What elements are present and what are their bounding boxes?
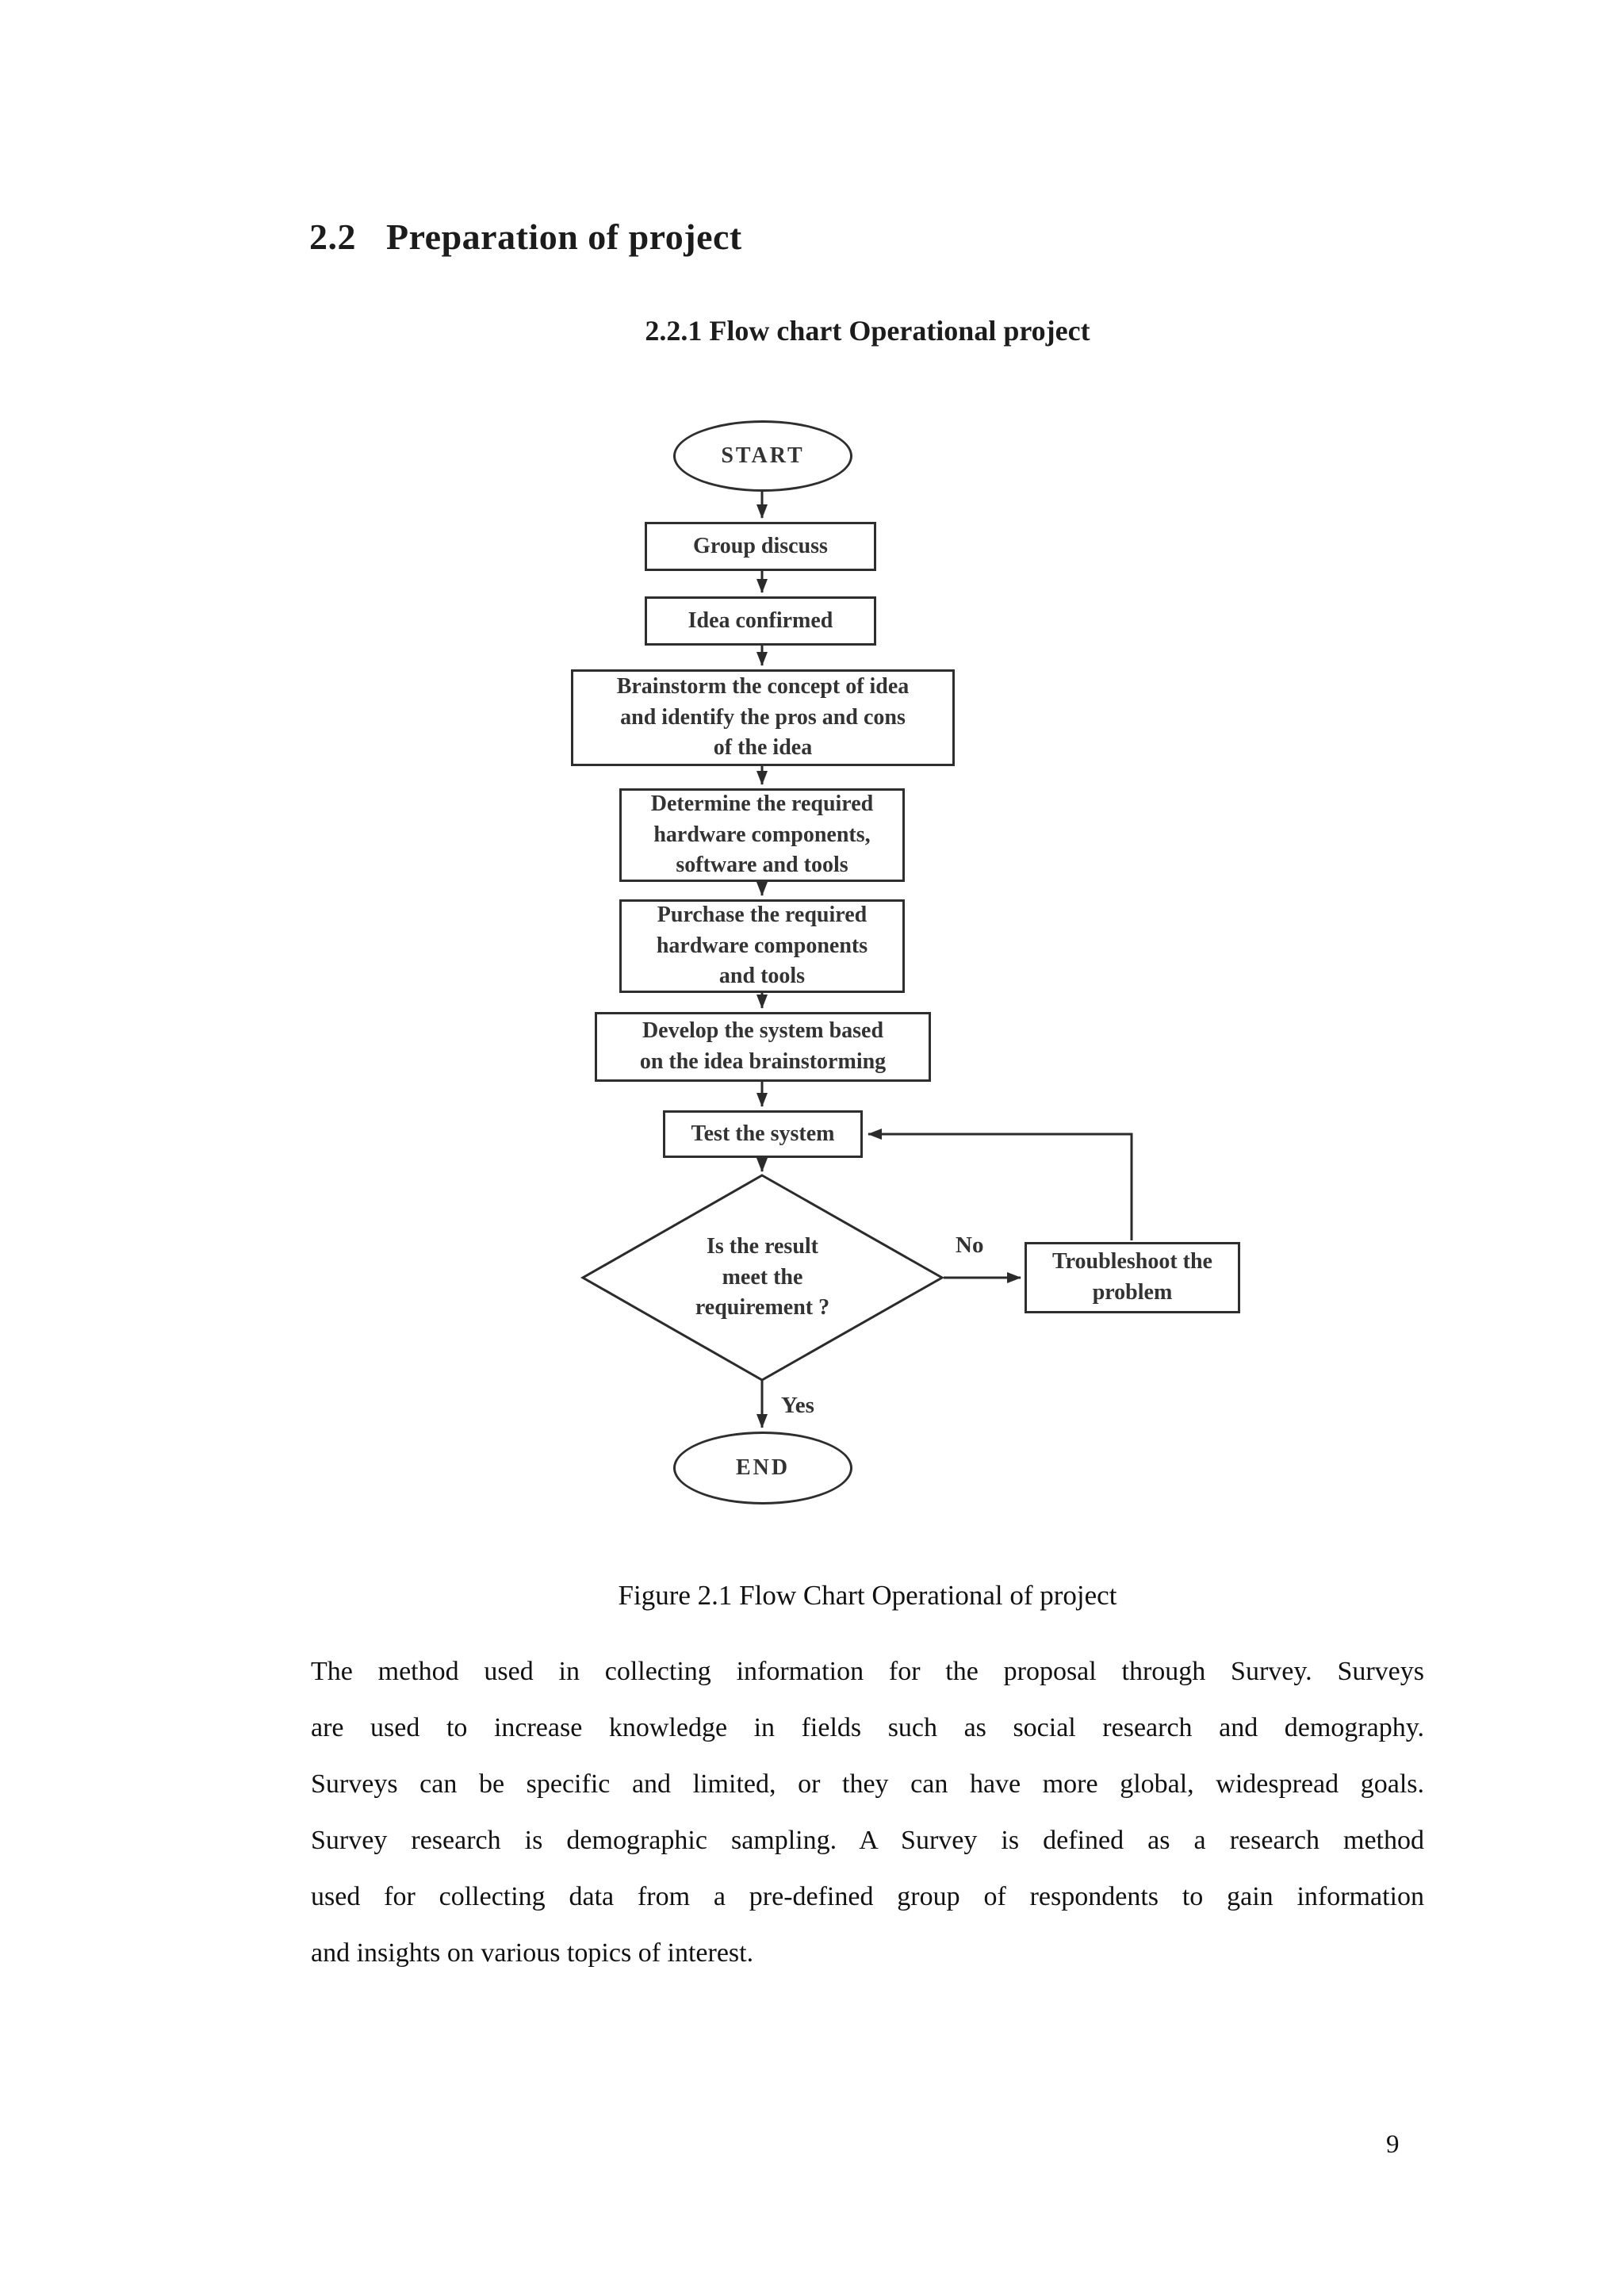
paragraph-line: Survey research is demographic sampling.… — [311, 1826, 1424, 1855]
flow-node-purchase-line3: and tools — [718, 964, 806, 989]
flow-node-idea-confirmed-label: Idea confirmed — [688, 608, 833, 633]
section-title: Preparation of project — [386, 217, 742, 257]
flow-node-purchase-line1: Purchase the required — [657, 903, 868, 928]
flow-node-develop-line1: Develop the system based — [642, 1018, 884, 1044]
flow-node-brainstorm: Brainstorm the concept of idea and ident… — [571, 669, 955, 766]
flow-node-troubleshoot-line1: Troubleshoot the — [1052, 1249, 1212, 1274]
paragraph-line: used for collecting data from a pre-defi… — [311, 1882, 1424, 1911]
flow-node-determine-line2: hardware components, — [653, 822, 871, 847]
flow-node-develop: Develop the system based on the idea bra… — [595, 1012, 931, 1082]
page-number: 9 — [1386, 2130, 1400, 2159]
subsection-heading: 2.2.1 Flow chart Operational project — [645, 315, 1090, 347]
flow-node-brainstorm-line1: Brainstorm the concept of idea — [616, 674, 910, 700]
section-heading: 2.2 Preparation of project — [309, 216, 742, 258]
flow-node-purchase: Purchase the required hardware component… — [619, 899, 905, 993]
paragraph-line: are used to increase knowledge in fields… — [311, 1713, 1424, 1742]
flow-node-decision: Is the result meet the requirement ? — [650, 1221, 875, 1334]
flow-node-troubleshoot-line2: problem — [1092, 1280, 1173, 1305]
flow-node-end-label: END — [735, 1455, 791, 1480]
flow-node-troubleshoot: Troubleshoot the problem — [1025, 1242, 1240, 1313]
section-number: 2.2 — [309, 217, 356, 257]
edge-label-yes: Yes — [781, 1393, 814, 1418]
flow-node-start-label: START — [721, 443, 805, 468]
flow-node-brainstorm-line2: and identify the pros and cons — [620, 704, 906, 730]
flow-node-test-label: Test the system — [691, 1121, 835, 1146]
decision-diamond-shape — [580, 1174, 945, 1382]
body-paragraph: The method used in collecting informatio… — [311, 1643, 1424, 1981]
edge-label-no: No — [956, 1232, 984, 1258]
flow-node-purchase-line2: hardware components — [656, 933, 868, 958]
flow-node-determine-line3: software and tools — [676, 853, 848, 878]
flow-node-start: START — [673, 420, 852, 492]
flow-node-decision-line2: meet the — [722, 1264, 803, 1290]
paragraph-line: The method used in collecting informatio… — [311, 1657, 1424, 1686]
flow-node-end: END — [673, 1432, 852, 1504]
flow-node-group-discuss: Group discuss — [645, 522, 876, 571]
flow-node-determine: Determine the required hardware componen… — [619, 788, 905, 882]
flow-node-idea-confirmed: Idea confirmed — [645, 596, 876, 646]
arrow-troubleshoot-to-test — [868, 1129, 1133, 1240]
paragraph-line: and insights on various topics of intere… — [311, 1938, 754, 1968]
flow-node-develop-line2: on the idea brainstorming — [639, 1049, 887, 1074]
flowchart-figure: START Group discuss Idea confirmed Brain… — [555, 404, 1269, 1515]
figure-caption: Figure 2.1 Flow Chart Operational of pro… — [618, 1580, 1117, 1611]
flowchart-connectors — [580, 492, 1133, 1428]
flow-node-brainstorm-line3: of the idea — [713, 735, 813, 761]
flow-node-decision-line3: requirement ? — [695, 1295, 830, 1320]
flow-node-group-discuss-label: Group discuss — [693, 533, 828, 558]
flow-node-determine-line1: Determine the required — [650, 792, 874, 817]
flow-node-test: Test the system — [663, 1110, 863, 1158]
flow-node-decision-line1: Is the result — [706, 1234, 819, 1259]
paragraph-line: Surveys can be specific and limited, or … — [311, 1769, 1424, 1799]
